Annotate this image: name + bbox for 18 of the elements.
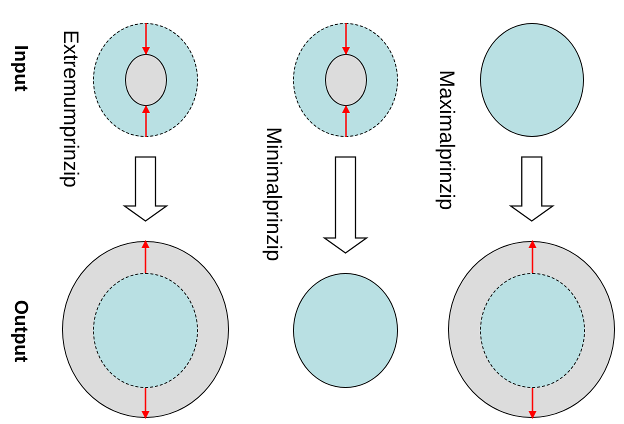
arrow <box>342 23 350 55</box>
circle <box>124 54 166 106</box>
principle-label: Minimalprinzip <box>263 127 284 262</box>
arrow <box>142 105 150 137</box>
arrow <box>142 388 150 419</box>
principle-label: Maximalprinzip <box>436 70 457 210</box>
hollow-arrow <box>322 156 369 254</box>
row-heading: Output <box>11 300 30 362</box>
arrow <box>528 388 536 419</box>
principle-label: Extremumprinzip <box>60 30 81 188</box>
arrow <box>342 105 350 137</box>
arrow <box>142 240 150 273</box>
arrow <box>142 23 150 55</box>
hollow-arrow <box>122 156 169 222</box>
arrow <box>528 240 536 273</box>
hollow-arrow <box>508 156 555 222</box>
circle <box>324 54 366 106</box>
row-heading: Input <box>11 45 30 92</box>
